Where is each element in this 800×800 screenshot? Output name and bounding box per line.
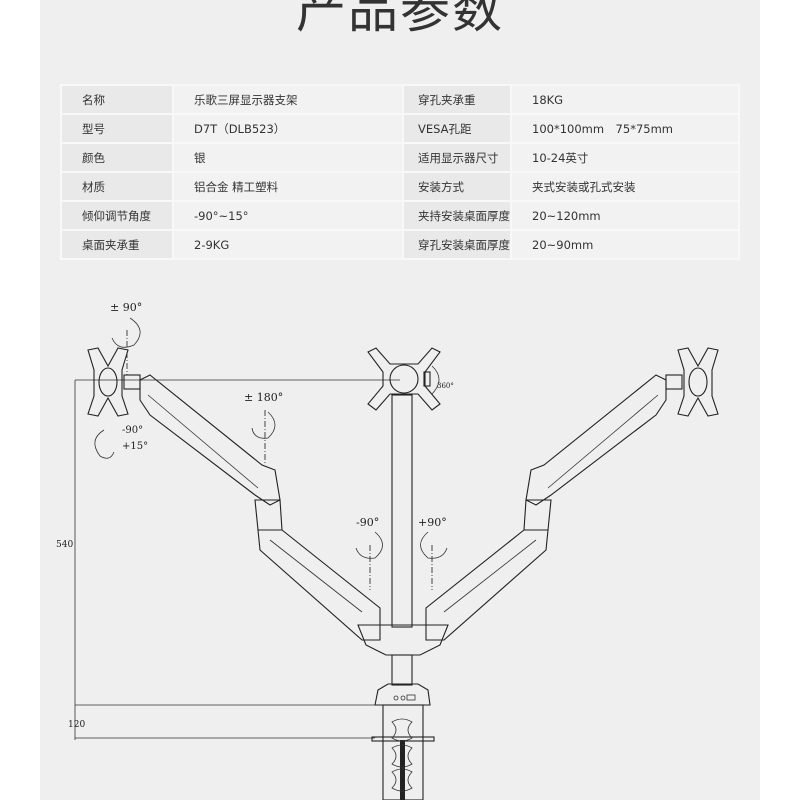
spec-label: VESA孔距 (402, 113, 512, 144)
spec-value: 乐歌三屏显示器支架 (172, 84, 404, 115)
page-title: 产品参数 (296, 0, 504, 39)
spec-value: 10-24英寸 (510, 142, 740, 173)
spec-label: 型号 (60, 113, 174, 144)
spec-value: 铝合金 精工塑料 (172, 171, 404, 202)
spec-label: 安装方式 (402, 171, 512, 202)
spec-label: 颜色 (60, 142, 174, 173)
spec-value: -90°~15° (172, 200, 404, 231)
spec-value: 18KG (510, 84, 740, 115)
spec-label: 材质 (60, 171, 174, 202)
spec-row: 材质铝合金 精工塑料安装方式夹式安装或孔式安装 (60, 171, 740, 202)
vesa-plate-left (87, 347, 141, 417)
spec-value: 银 (172, 142, 404, 173)
swivel-arrow-icon (251, 411, 276, 439)
spec-label: 适用显示器尺寸 (402, 142, 512, 173)
swivel-label: ± 180° (244, 391, 283, 404)
spec-label: 名称 (60, 84, 174, 115)
spec-label: 倾仰调节角度 (60, 200, 174, 231)
arm-left-rotate-label: -90° (356, 516, 379, 529)
dimension-lines: 540 120 (56, 379, 400, 740)
arm-right-rotate-label: +90° (418, 516, 447, 529)
spec-value: D7T（DLB523） (172, 113, 404, 144)
arm-right-arrow-icon (420, 531, 448, 559)
spec-value: 20~90mm (510, 229, 740, 260)
tilt-arrow-icon (94, 429, 115, 459)
monitor-rotate-label: ± 90° (110, 301, 142, 314)
height-dimension: 540 (56, 540, 73, 550)
spec-value: 2-9KG (172, 229, 404, 260)
spec-label: 穿孔安装桌面厚度 (402, 229, 512, 260)
spec-value: 20~120mm (510, 200, 740, 231)
spec-label: 桌面夹承重 (60, 229, 174, 260)
spec-label: 穿孔夹承重 (402, 84, 512, 115)
arm-left-arrow-icon (355, 531, 383, 559)
tilt-down-label: -90° (122, 425, 143, 436)
rotate-arrow-icon (111, 317, 141, 348)
center-rotate-label: 360° (437, 382, 454, 390)
spec-value: 夹式安装或孔式安装 (510, 171, 740, 202)
tilt-up-label: +15° (122, 441, 148, 452)
spec-value: 100*100mm 75*75mm (510, 113, 740, 144)
clamp-dimension: 120 (68, 720, 85, 730)
base-clamp (357, 624, 449, 800)
spec-label: 夹持安装桌面厚度 (402, 200, 512, 231)
center-pole: 360° (367, 347, 454, 628)
rotation-annotations: ± 90° ± 180° -90° +15° -90° +90° (94, 301, 448, 590)
left-arm (139, 374, 381, 641)
